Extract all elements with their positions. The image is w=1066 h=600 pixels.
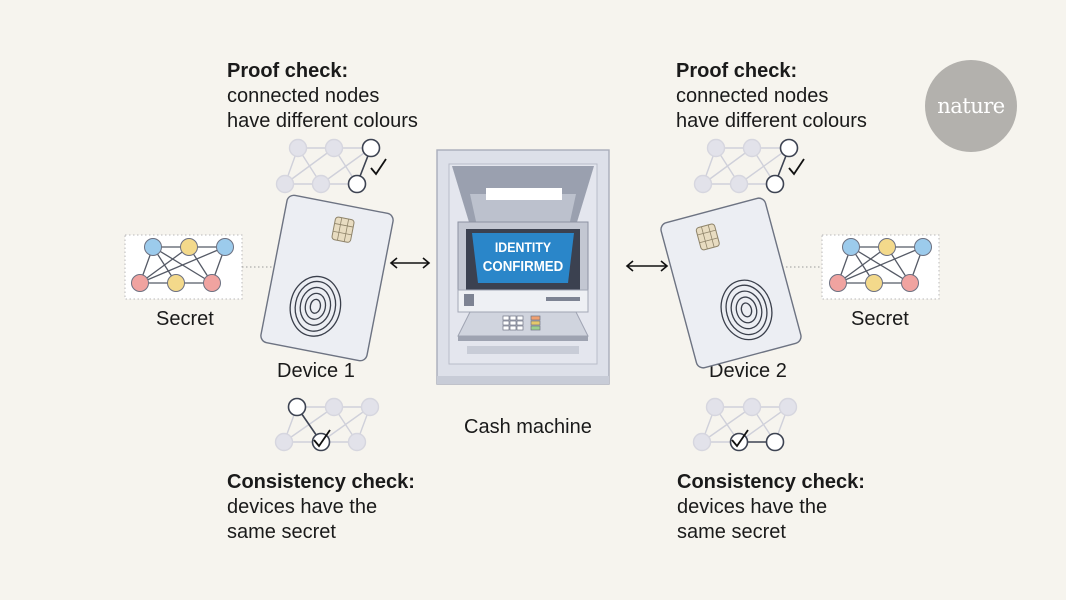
keypad bbox=[502, 315, 541, 331]
right-proof-check: Proof check: connected nodes have differ… bbox=[676, 59, 867, 134]
atm-screen bbox=[472, 233, 574, 283]
atm-screen-line1: IDENTITY bbox=[495, 239, 551, 255]
right-consistency-line2: same secret bbox=[677, 521, 786, 543]
device-2-label: Device 2 bbox=[709, 360, 787, 382]
right-secret-graph bbox=[778, 234, 940, 300]
device-1-card bbox=[260, 194, 394, 362]
right-consistency-title: Consistency check: bbox=[677, 471, 865, 493]
nature-logo: nature bbox=[925, 60, 1017, 152]
right-proof-line2: have different colours bbox=[676, 110, 867, 132]
device-1-label: Device 1 bbox=[277, 360, 355, 382]
device-2-card bbox=[660, 197, 802, 369]
left-proof-check: Proof check: connected nodes have differ… bbox=[227, 59, 418, 134]
left-proof-graph bbox=[275, 138, 387, 194]
left-proof-line1: connected nodes bbox=[227, 85, 380, 107]
double-arrow-icon bbox=[389, 257, 431, 269]
check-icon bbox=[313, 429, 331, 448]
right-secret-label: Secret bbox=[851, 308, 909, 330]
double-arrow-icon bbox=[625, 260, 669, 272]
cash-machine: IDENTITY CONFIRMED bbox=[436, 149, 610, 385]
fingerprint-icon bbox=[720, 279, 773, 341]
left-proof-line2: have different colours bbox=[227, 110, 418, 132]
right-consistency-check: Consistency check: devices have the same… bbox=[677, 470, 865, 545]
left-secret-label: Secret bbox=[156, 308, 214, 330]
fingerprint-icon bbox=[289, 275, 342, 337]
right-consistency-graph bbox=[692, 397, 798, 452]
left-consistency-graph bbox=[274, 397, 380, 452]
nature-logo-text: nature bbox=[937, 94, 1005, 118]
check-icon bbox=[731, 429, 749, 448]
chip-icon bbox=[331, 216, 355, 243]
cash-machine-label: Cash machine bbox=[464, 416, 592, 438]
check-icon bbox=[788, 158, 805, 176]
left-consistency-line2: same secret bbox=[227, 521, 336, 543]
atm-screen-line2: CONFIRMED bbox=[483, 258, 563, 275]
left-consistency-check: Consistency check: devices have the same… bbox=[227, 470, 415, 545]
left-proof-title: Proof check: bbox=[227, 60, 349, 82]
check-icon bbox=[370, 158, 387, 176]
left-consistency-line1: devices have the bbox=[227, 496, 378, 518]
left-secret-graph bbox=[124, 234, 275, 300]
right-consistency-line1: devices have the bbox=[677, 496, 828, 518]
right-proof-title: Proof check: bbox=[676, 60, 798, 82]
right-proof-graph bbox=[693, 138, 805, 194]
left-consistency-title: Consistency check: bbox=[227, 471, 415, 493]
right-proof-line1: connected nodes bbox=[676, 85, 829, 107]
